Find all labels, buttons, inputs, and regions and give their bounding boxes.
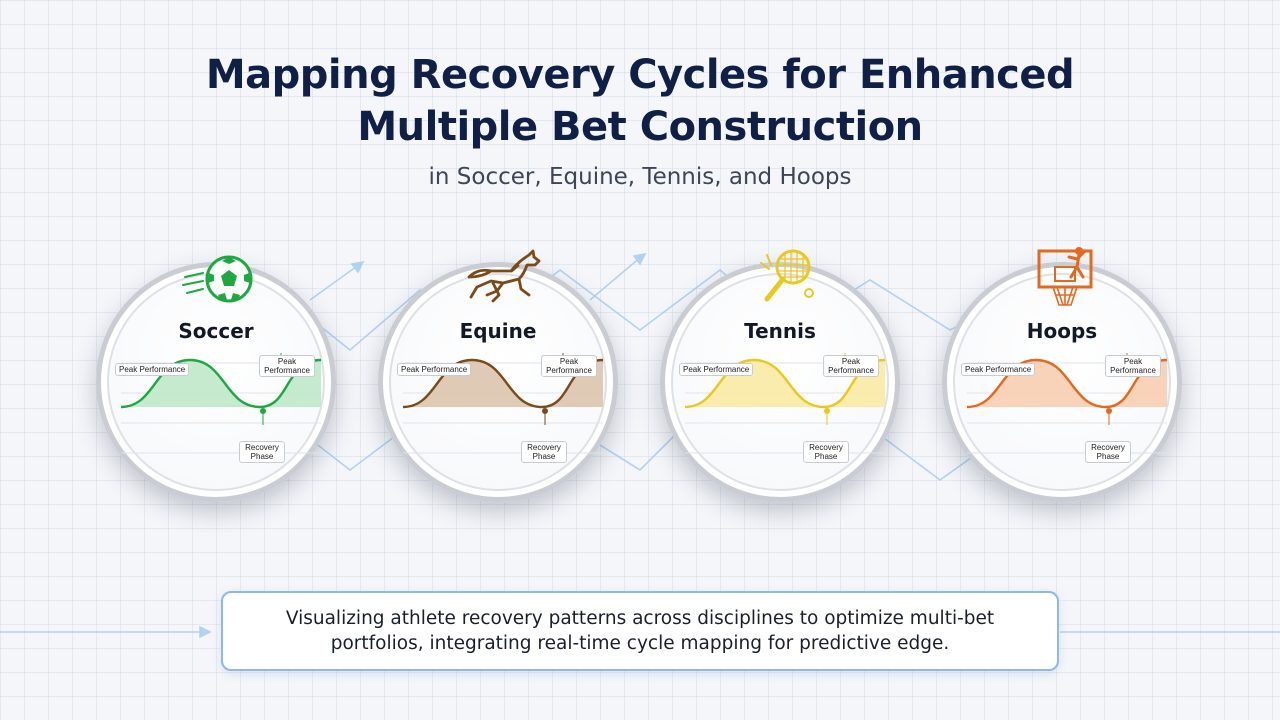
soccer-card: Soccer Peak Performance Peak Performance…: [96, 255, 336, 502]
subtitle: in Soccer, Equine, Tennis, and Hoops: [428, 164, 852, 190]
peak-performance-label-2: Peak Performance: [541, 355, 597, 377]
title-line-1: Mapping Recovery Cycles for Enhanced: [205, 52, 1075, 98]
peak-performance-label: Peak Performance: [397, 363, 472, 376]
sport-name: Tennis: [744, 319, 816, 343]
hoops-card: Hoops Peak Performance Peak Performance …: [942, 247, 1182, 502]
cycle-line: [684, 358, 886, 409]
connector-zigzag-lower: [259, 399, 1011, 482]
recovery-phase-label: Recovery Phase: [1085, 441, 1131, 463]
tennis-racket-icon: [760, 249, 814, 302]
summary-text: Visualizing athlete recovery patterns ac…: [285, 608, 995, 654]
cycle-line: [966, 358, 1168, 409]
connector-arrow-2: [589, 255, 643, 301]
basketball-hoop-icon: [1037, 247, 1093, 306]
peak-performance-label-2: Peak Performance: [823, 355, 879, 377]
equine-card: Equine Peak Performance Peak Performance…: [378, 249, 618, 502]
peak-performance-label-2: Peak Performance: [1105, 355, 1161, 377]
peak-performance-label-2: Peak Performance: [259, 355, 315, 377]
input-arrowhead: [199, 625, 212, 639]
soccer-ball-icon: [182, 255, 253, 303]
cycle-line: [402, 358, 604, 409]
summary-box: Visualizing athlete recovery patterns ac…: [221, 591, 1059, 671]
peak-performance-label: Peak Performance: [679, 363, 754, 376]
recovery-phase-label: Recovery Phase: [239, 441, 285, 463]
sport-name: Equine: [459, 319, 537, 343]
connector-arrow-1: [309, 263, 361, 301]
recovery-phase-label: Recovery Phase: [521, 441, 567, 463]
connector-zigzag-upper: [229, 268, 1031, 381]
sport-name: Soccer: [178, 319, 254, 343]
title-line-2: Multiple Bet Construction: [357, 104, 923, 150]
peak-performance-label: Peak Performance: [961, 363, 1036, 376]
recovery-phase-label: Recovery Phase: [803, 441, 849, 463]
peak-performance-label: Peak Performance: [115, 363, 190, 376]
sport-name: Hoops: [1026, 319, 1098, 343]
tennis-card: Tennis Peak Performance Peak Performance…: [660, 249, 900, 502]
horse-icon: [467, 249, 541, 303]
cycle-line: [120, 358, 322, 409]
